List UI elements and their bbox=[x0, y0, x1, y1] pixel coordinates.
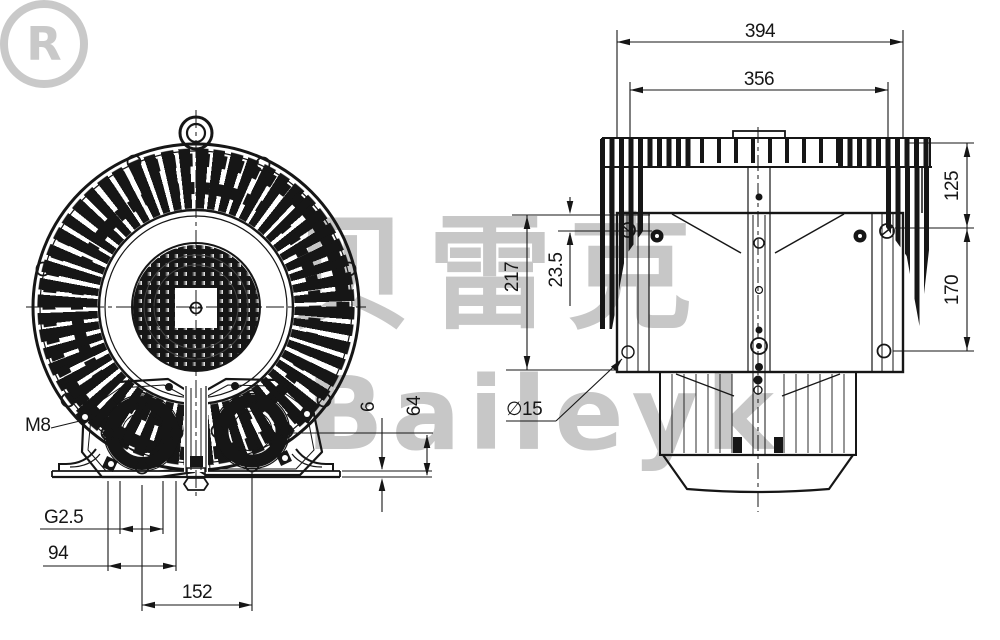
dim-23-5-label: 23.5 bbox=[546, 253, 567, 288]
hole-right bbox=[876, 343, 892, 359]
dimension-arrows bbox=[108, 38, 971, 609]
dim-dia15-label: ∅15 bbox=[506, 399, 542, 420]
dim-356-label: 356 bbox=[744, 69, 774, 90]
clamp-tabs bbox=[75, 405, 316, 472]
dim-170-label: 170 bbox=[942, 275, 963, 305]
side-view bbox=[600, 127, 932, 512]
port-flanges bbox=[75, 377, 324, 491]
dim-g25-label: G2.5 bbox=[44, 507, 83, 528]
cap-fins-left bbox=[600, 139, 692, 167]
motor-section bbox=[659, 371, 857, 456]
hole-15mm bbox=[621, 345, 635, 359]
dim-217-label: 217 bbox=[502, 262, 523, 292]
dimensions: 394 356 125 170 217 23.5 ∅15 M8 G2.5 94 … bbox=[25, 21, 974, 611]
dim-64-label: 64 bbox=[404, 395, 425, 416]
cover-screws bbox=[620, 222, 895, 243]
rim-tabs bbox=[35, 154, 357, 408]
dim-6-label: 6 bbox=[358, 402, 379, 412]
dim-m8-label: M8 bbox=[25, 415, 50, 436]
dim-94-label: 94 bbox=[48, 543, 69, 564]
centerlines-front bbox=[26, 110, 366, 497]
dim-125-label: 125 bbox=[942, 171, 963, 201]
cap-fins-middle bbox=[700, 139, 838, 163]
dim-152-label: 152 bbox=[182, 582, 212, 603]
registered-trademark-icon: R bbox=[0, 0, 88, 88]
front-view bbox=[26, 110, 366, 497]
cap-fins-right bbox=[838, 139, 930, 167]
flange-bolt-holes bbox=[100, 382, 294, 475]
dim-394-label: 394 bbox=[745, 21, 776, 42]
fan-cover bbox=[660, 453, 856, 494]
